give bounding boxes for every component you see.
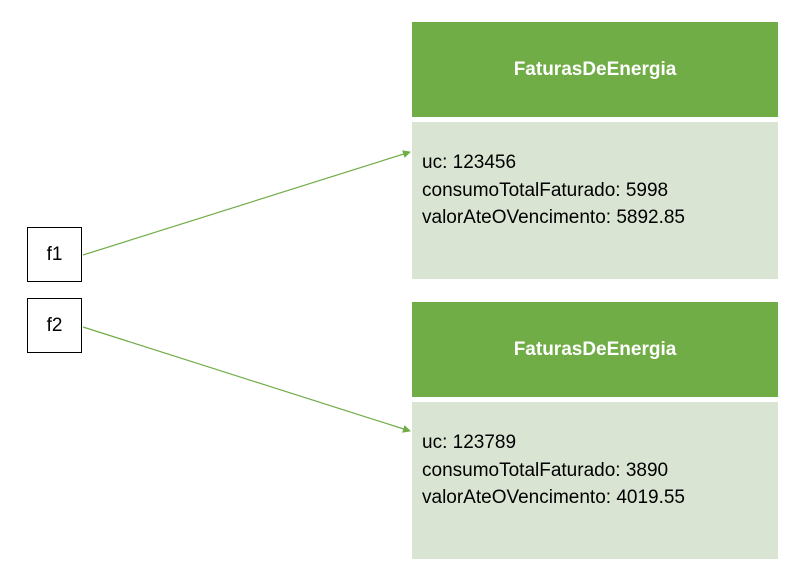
object2-field-consumo: consumoTotalFaturado: 3890	[422, 459, 669, 481]
object2-class-header: FaturasDeEnergia	[412, 302, 778, 397]
reference-box-f2: f2	[27, 298, 82, 353]
reference-box-f1: f1	[27, 227, 82, 282]
reference-label-f1: f1	[46, 243, 63, 265]
arrow-f1-to-object1	[82, 150, 411, 256]
object2-fields-panel: uc: 123789 consumoTotalFaturado: 3890 va…	[412, 402, 778, 559]
object1-fields-panel: uc: 123456 consumoTotalFaturado: 5998 va…	[412, 122, 778, 279]
object2-class-name: FaturasDeEnergia	[513, 338, 677, 360]
object1-class-name: FaturasDeEnergia	[513, 58, 677, 80]
object1-field-valor: valorAteOVencimento: 5892.85	[422, 207, 686, 228]
arrow-f2-to-object2	[82, 326, 411, 433]
object1-field-uc: uc: 123456	[422, 152, 517, 173]
object1-field-consumo: consumoTotalFaturado: 5998	[422, 179, 669, 201]
object2-field-valor: valorAteOVencimento: 4019.55	[422, 487, 686, 508]
object1-class-header: FaturasDeEnergia	[412, 22, 778, 117]
reference-label-f2: f2	[46, 314, 63, 336]
object2-field-uc: uc: 123789	[422, 432, 517, 453]
